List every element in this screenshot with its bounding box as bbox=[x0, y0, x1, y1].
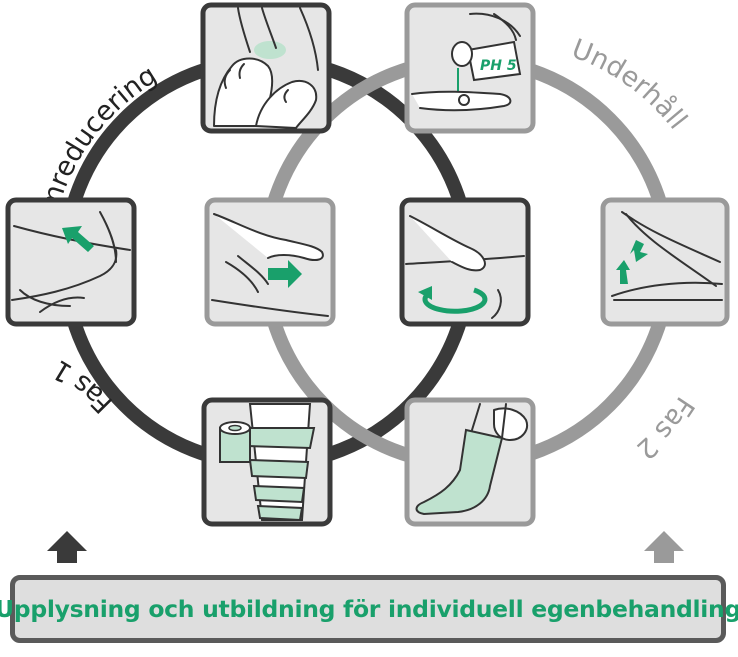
soap-illustration: PH 5 bbox=[411, 12, 522, 112]
panel-soap: PH 5 bbox=[404, 2, 536, 134]
stocking-illustration bbox=[415, 403, 528, 516]
education-banner: Upplysning och utbildning för individuel… bbox=[0, 575, 738, 643]
panel-feet bbox=[200, 2, 332, 134]
panel-hand-massage bbox=[204, 197, 336, 327]
panel-circular-massage bbox=[399, 197, 531, 327]
panel-leg-exercise bbox=[600, 197, 730, 327]
label-underhall: Underhåll bbox=[568, 33, 693, 135]
banner-text: Upplysning och utbildning för individuel… bbox=[0, 595, 738, 623]
bandage-illustration bbox=[219, 403, 316, 522]
leg-exercise-illustration bbox=[611, 211, 723, 302]
circular-massage-illustration bbox=[405, 215, 525, 319]
leg-massage-illustration bbox=[11, 211, 131, 313]
panel-bandage bbox=[201, 397, 333, 527]
arrow-up-icon bbox=[616, 260, 630, 284]
ph-label: PH 5 bbox=[480, 58, 517, 74]
arrow-right-icon bbox=[268, 260, 302, 288]
arrow-up-left-icon bbox=[62, 226, 94, 252]
panel-stocking bbox=[404, 397, 536, 527]
label-fas2: Fas 2 bbox=[630, 391, 700, 465]
arrow-up-dark-icon bbox=[47, 531, 87, 563]
arrow-up-light-icon bbox=[644, 531, 684, 563]
rotate-arrow-icon bbox=[418, 286, 432, 300]
feet-illustration bbox=[213, 7, 319, 129]
panel-leg-massage bbox=[5, 197, 137, 327]
arrow-down-icon bbox=[630, 240, 648, 262]
hand-massage-illustration bbox=[211, 213, 329, 317]
